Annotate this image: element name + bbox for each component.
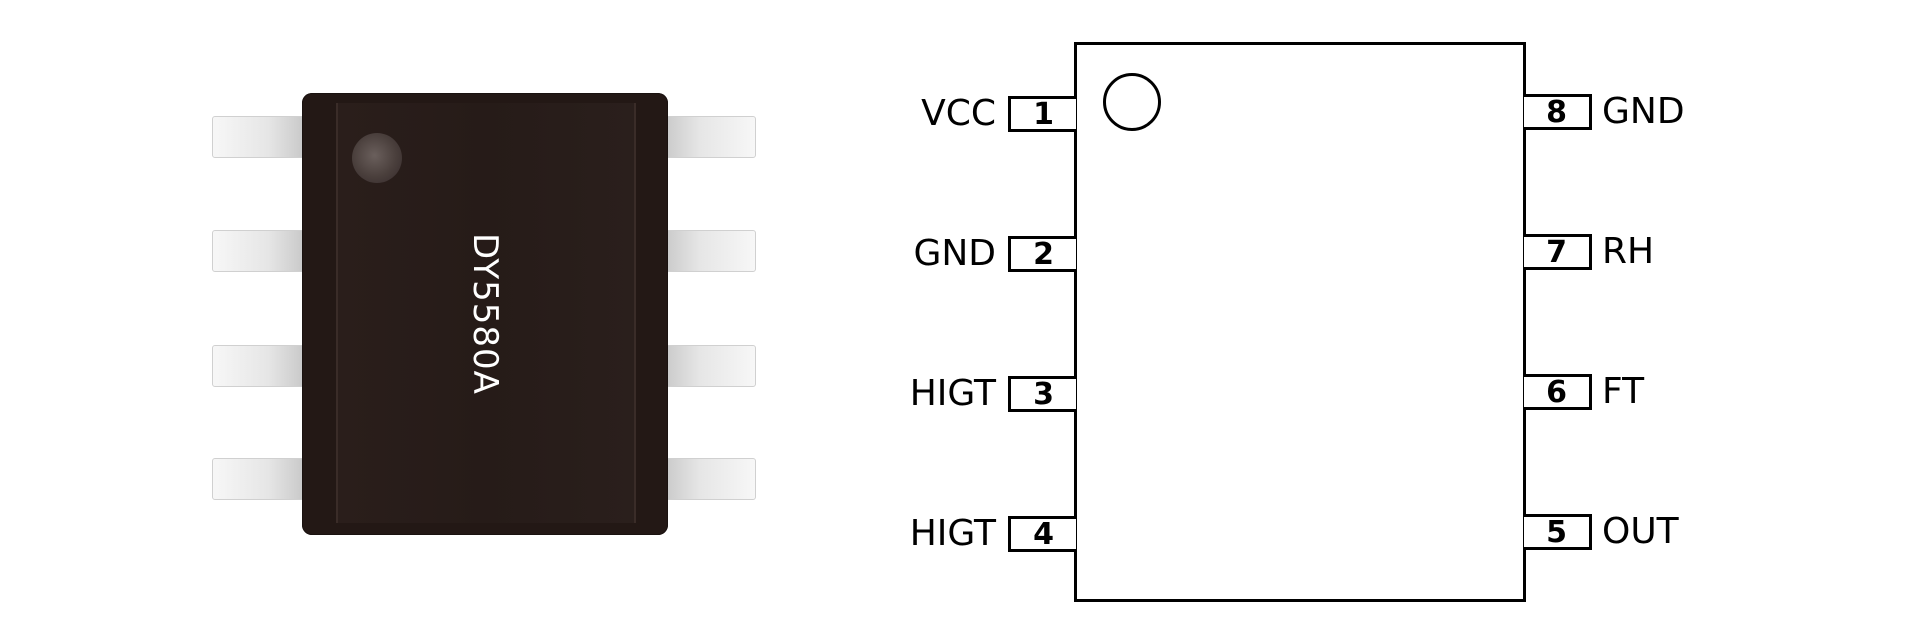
pin-name-label: GND: [1602, 91, 1685, 132]
pin-number-box: 3: [1008, 376, 1076, 412]
chip-lead: [662, 345, 756, 387]
chip-marking: DY5580A: [465, 233, 505, 395]
chip-lead: [212, 116, 306, 158]
pin1-notch-marker: [1103, 73, 1161, 131]
chip-body: DY5580A: [302, 93, 668, 535]
pin-number-box: 6: [1524, 374, 1592, 410]
pin-name-label: VCC: [921, 93, 996, 134]
chip-lead: [662, 458, 756, 500]
pin1-dot-marker: [352, 133, 402, 183]
pin-number-box: 2: [1008, 236, 1076, 272]
pin-number-box: 1: [1008, 96, 1076, 132]
pin-name-label: GND: [913, 233, 996, 274]
pin-number-box: 8: [1524, 94, 1592, 130]
pin-number-box: 4: [1008, 516, 1076, 552]
pin-name-label: OUT: [1602, 511, 1679, 552]
chip-lead: [662, 230, 756, 272]
pin-number-box: 5: [1524, 514, 1592, 550]
chip-lead: [662, 116, 756, 158]
chip-lead: [212, 345, 306, 387]
pin-name-label: HIGT: [909, 513, 996, 554]
pin-name-label: RH: [1602, 231, 1655, 272]
chip-lead: [212, 458, 306, 500]
pin-name-label: FT: [1602, 371, 1645, 412]
pin-name-label: HIGT: [909, 373, 996, 414]
ic-package-outline: [1074, 42, 1526, 602]
pin-number-box: 7: [1524, 234, 1592, 270]
chip-lead: [212, 230, 306, 272]
